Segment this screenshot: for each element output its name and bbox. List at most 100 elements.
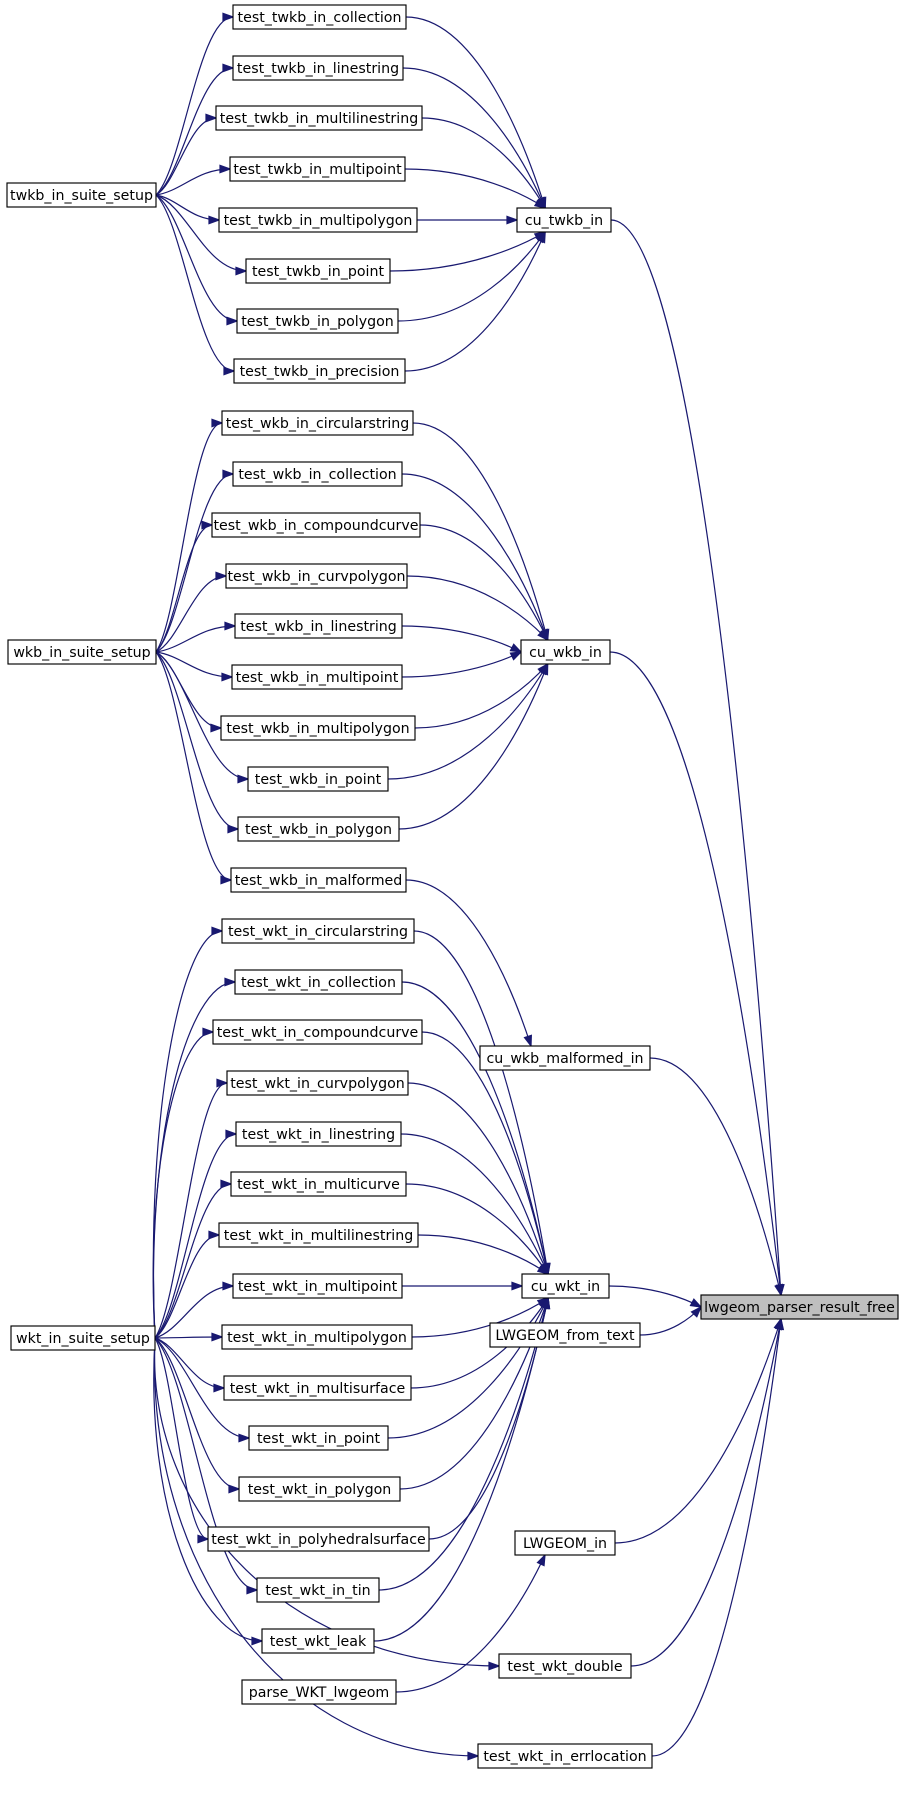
- node-box-test_twkb_in_polygon: [236, 308, 399, 334]
- edge-test_wkt_leak-to-cu_wkt_in: [373, 1297, 549, 1642]
- node-test_twkb_in_point[interactable]: test_twkb_in_point: [245, 258, 391, 284]
- node-test_wkt_leak[interactable]: test_wkt_leak: [261, 1628, 375, 1654]
- node-box-test_wkb_in_circularstring: [221, 410, 414, 436]
- edge-test_wkt_in_curvpolygon-to-cu_wkt_in: [407, 1082, 549, 1275]
- node-box-cu_wkb_malformed_in: [479, 1045, 651, 1071]
- node-label-test_wkt_in_compoundcurve: test_wkt_in_compoundcurve: [217, 1025, 419, 1041]
- node-label-test_wkt_in_curvpolygon: test_wkt_in_curvpolygon: [230, 1076, 405, 1092]
- arrowhead-wkt_in_suite_setup-to-test_wkt_in_multicurve: [220, 1179, 233, 1189]
- node-wkt_in_suite_setup[interactable]: wkt_in_suite_setup: [10, 1325, 156, 1351]
- arrowhead-wkt_in_suite_setup-to-test_wkt_in_errlocation: [467, 1751, 480, 1761]
- arrowhead-twkb_in_suite_setup-to-test_twkb_in_polygon: [226, 316, 239, 326]
- edge-test_wkb_in_multipoint-to-cu_wkb_in: [401, 651, 522, 678]
- node-label-lwgeom_parser_result_free: lwgeom_parser_result_free: [704, 1300, 895, 1316]
- node-test_wkb_in_multipoint[interactable]: test_wkb_in_multipoint: [231, 664, 403, 690]
- node-label-test_wkb_in_point: test_wkb_in_point: [255, 772, 382, 788]
- node-test_wkt_in_tin[interactable]: test_wkt_in_tin: [256, 1577, 380, 1603]
- arrowhead-cu_wkt_in-to-lwgeom_parser_result_free: [689, 1298, 703, 1308]
- node-label-LWGEOM_from_text: LWGEOM_from_text: [495, 1328, 635, 1344]
- edge-LWGEOM_in-to-lwgeom_parser_result_free: [614, 1318, 782, 1544]
- arrowhead-wkt_in_suite_setup-to-test_wkt_in_curvpolygon: [216, 1078, 229, 1088]
- node-label-test_twkb_in_multipoint: test_twkb_in_multipoint: [233, 162, 402, 178]
- node-test_twkb_in_multipolygon[interactable]: test_twkb_in_multipolygon: [218, 207, 418, 233]
- edge-cu_wkb_malformed_in-to-lwgeom_parser_result_free: [649, 1057, 782, 1296]
- node-cu_twkb_in[interactable]: cu_twkb_in: [516, 207, 612, 233]
- node-test_wkb_in_circularstring[interactable]: test_wkb_in_circularstring: [221, 410, 414, 436]
- node-twkb_in_suite_setup[interactable]: twkb_in_suite_setup: [6, 182, 157, 208]
- node-test_wkt_in_multisurface[interactable]: test_wkt_in_multisurface: [223, 1375, 412, 1401]
- node-cu_wkt_in[interactable]: cu_wkt_in: [521, 1273, 610, 1299]
- node-label-test_wkt_in_multipolygon: test_wkt_in_multipolygon: [227, 1330, 407, 1346]
- node-test_wkt_in_multicurve[interactable]: test_wkt_in_multicurve: [230, 1171, 407, 1197]
- node-box-test_wkt_leak: [261, 1628, 375, 1654]
- node-test_wkb_in_polygon[interactable]: test_wkb_in_polygon: [237, 816, 400, 842]
- arrowhead-test_wkb_in_multipoint-to-cu_wkb_in: [509, 651, 523, 661]
- node-test_twkb_in_linestring[interactable]: test_twkb_in_linestring: [232, 55, 404, 81]
- node-wkb_in_suite_setup[interactable]: wkb_in_suite_setup: [7, 639, 157, 665]
- node-box-test_wkt_in_multilinestring: [218, 1222, 419, 1248]
- node-test_wkb_in_linestring[interactable]: test_wkb_in_linestring: [234, 613, 403, 639]
- node-box-cu_twkb_in: [516, 207, 612, 233]
- edge-wkb_in_suite_setup-to-test_wkb_in_circularstring: [155, 422, 223, 653]
- node-test_wkt_in_linestring[interactable]: test_wkt_in_linestring: [235, 1121, 402, 1147]
- arrowhead-wkt_in_suite_setup-to-test_wkt_leak: [251, 1636, 264, 1646]
- node-cu_wkb_malformed_in[interactable]: cu_wkb_malformed_in: [479, 1045, 651, 1071]
- node-cu_wkb_in[interactable]: cu_wkb_in: [520, 639, 611, 665]
- arrowhead-test_wkb_in_polygon-to-cu_wkb_in: [539, 662, 549, 676]
- node-label-test_wkt_leak: test_wkt_leak: [270, 1634, 367, 1650]
- nodes-layer: lwgeom_parser_result_free cu_twkb_in cu_wk…: [6, 4, 899, 1769]
- node-box-test_wkb_in_multipolygon: [220, 715, 416, 741]
- node-test_wkt_in_compoundcurve[interactable]: test_wkt_in_compoundcurve: [212, 1019, 423, 1045]
- node-label-test_wkt_in_polygon: test_wkt_in_polygon: [248, 1482, 392, 1498]
- node-lwgeom_parser_result_free[interactable]: lwgeom_parser_result_free: [700, 1294, 899, 1320]
- edge-test_wkt_in_multicurve-to-cu_wkt_in: [405, 1183, 549, 1275]
- node-label-test_wkt_in_linestring: test_wkt_in_linestring: [242, 1127, 395, 1143]
- arrowhead-wkb_in_suite_setup-to-test_wkb_in_point: [237, 774, 250, 784]
- node-box-test_wkb_in_polygon: [237, 816, 400, 842]
- node-test_twkb_in_precision[interactable]: test_twkb_in_precision: [233, 358, 406, 384]
- node-test_wkt_in_polyhedralsurface[interactable]: test_wkt_in_polyhedralsurface: [207, 1526, 430, 1552]
- arrowhead-wkt_in_suite_setup-to-test_wkt_double: [488, 1661, 501, 1671]
- arrowhead-twkb_in_suite_setup-to-test_twkb_in_linestring: [222, 63, 235, 73]
- edge-test_wkb_in_malformed-to-cu_wkb_malformed_in: [405, 879, 532, 1047]
- node-box-test_twkb_in_collection: [232, 4, 407, 30]
- node-test_wkb_in_multipolygon[interactable]: test_wkb_in_multipolygon: [220, 715, 416, 741]
- edge-test_twkb_in_point-to-cu_twkb_in: [389, 231, 546, 272]
- node-test_twkb_in_multipoint[interactable]: test_twkb_in_multipoint: [229, 156, 406, 182]
- node-test_wkb_in_collection[interactable]: test_wkb_in_collection: [232, 461, 403, 487]
- edge-test_wkt_in_multisurface-to-cu_wkt_in: [410, 1297, 549, 1389]
- node-LWGEOM_in[interactable]: LWGEOM_in: [514, 1530, 616, 1556]
- node-test_twkb_in_polygon[interactable]: test_twkb_in_polygon: [236, 308, 399, 334]
- node-test_wkt_in_multipoint[interactable]: test_wkt_in_multipoint: [232, 1273, 403, 1299]
- node-box-test_twkb_in_multilinestring: [215, 105, 423, 131]
- node-box-test_wkb_in_collection: [232, 461, 403, 487]
- arrowhead-test_wkt_in_multipoint-to-cu_wkt_in: [511, 1281, 524, 1291]
- node-box-test_wkt_in_multicurve: [230, 1171, 407, 1197]
- node-test_wkt_in_collection[interactable]: test_wkt_in_collection: [234, 969, 403, 995]
- node-test_twkb_in_multilinestring[interactable]: test_twkb_in_multilinestring: [215, 105, 423, 131]
- node-label-test_twkb_in_multilinestring: test_twkb_in_multilinestring: [220, 111, 418, 127]
- arrowhead-wkb_in_suite_setup-to-test_wkb_in_multipoint: [221, 672, 234, 682]
- node-test_wkt_double[interactable]: test_wkt_double: [498, 1653, 632, 1679]
- node-test_wkt_in_point[interactable]: test_wkt_in_point: [248, 1425, 389, 1451]
- node-test_twkb_in_collection[interactable]: test_twkb_in_collection: [232, 4, 407, 30]
- node-LWGEOM_from_text[interactable]: LWGEOM_from_text: [489, 1322, 641, 1348]
- node-test_wkb_in_malformed[interactable]: test_wkb_in_malformed: [230, 867, 407, 893]
- node-test_wkt_in_circularstring[interactable]: test_wkt_in_circularstring: [221, 918, 415, 944]
- node-box-test_wkt_in_tin: [256, 1577, 380, 1603]
- node-test_wkt_in_errlocation[interactable]: test_wkt_in_errlocation: [477, 1743, 653, 1769]
- node-test_wkt_in_curvpolygon[interactable]: test_wkt_in_curvpolygon: [226, 1070, 409, 1096]
- node-box-test_wkb_in_multipoint: [231, 664, 403, 690]
- node-parse_WKT_lwgeom[interactable]: parse_WKT_lwgeom: [241, 1679, 397, 1705]
- node-test_wkb_in_curvpolygon[interactable]: test_wkb_in_curvpolygon: [225, 563, 408, 589]
- node-label-cu_wkt_in: cu_wkt_in: [531, 1279, 600, 1295]
- node-test_wkt_in_polygon[interactable]: test_wkt_in_polygon: [238, 1476, 401, 1502]
- node-box-test_twkb_in_linestring: [232, 55, 404, 81]
- node-test_wkb_in_point[interactable]: test_wkb_in_point: [247, 766, 389, 792]
- node-test_wkt_in_multipolygon[interactable]: test_wkt_in_multipolygon: [221, 1324, 413, 1350]
- arrowhead-parse_WKT_lwgeom-to-LWGEOM_in: [536, 1553, 546, 1567]
- arrowhead-LWGEOM_from_text-to-lwgeom_parser_result_free: [690, 1305, 703, 1318]
- node-box-test_wkb_in_linestring: [234, 613, 403, 639]
- node-test_wkb_in_compoundcurve[interactable]: test_wkb_in_compoundcurve: [211, 512, 421, 538]
- node-test_wkt_in_multilinestring[interactable]: test_wkt_in_multilinestring: [218, 1222, 419, 1248]
